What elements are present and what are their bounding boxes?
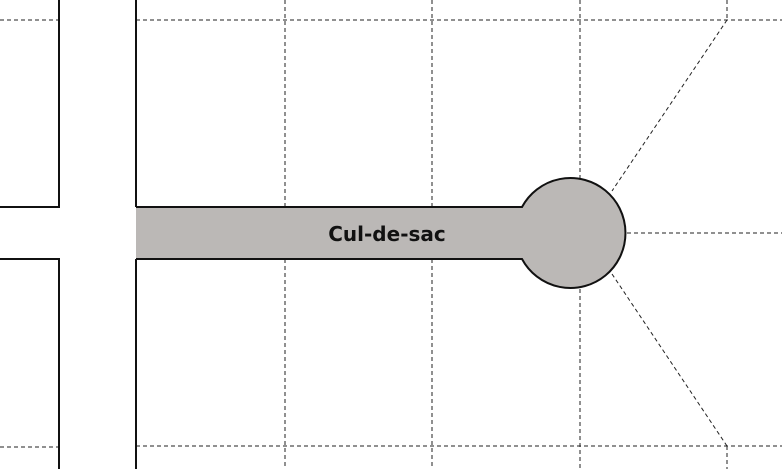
block-outline-bottom-left bbox=[0, 258, 60, 469]
block-outline-top-left bbox=[0, 0, 60, 208]
lot-line bbox=[611, 19, 728, 192]
cul-de-sac-road bbox=[136, 177, 627, 289]
street-edges bbox=[0, 0, 137, 469]
road-shape bbox=[136, 177, 627, 289]
lot-line bbox=[611, 273, 728, 447]
road-label: Cul-de-sac bbox=[328, 222, 446, 246]
